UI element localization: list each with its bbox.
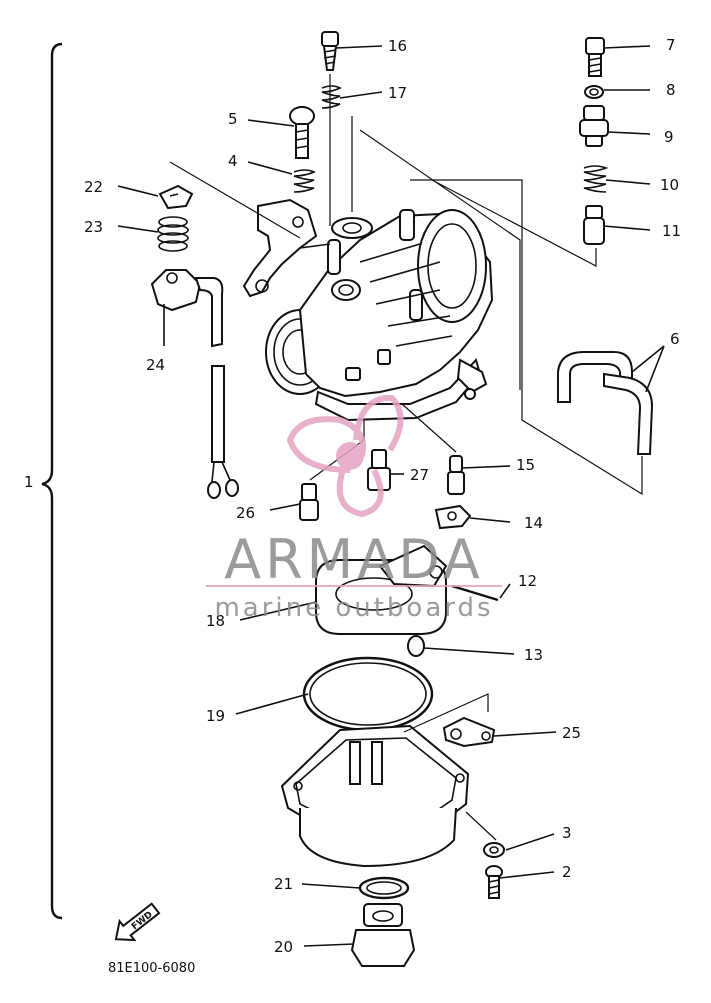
throttle-lever	[242, 198, 331, 298]
float-bowl	[280, 724, 470, 868]
part-9-fitting	[579, 105, 609, 147]
part-26-jet	[299, 483, 319, 521]
label-2: 2	[562, 863, 572, 881]
part-19-gasket	[302, 656, 434, 732]
part-labels: 1 2 3 4 5 6 7 8 9 10 11 12 13 14 15 16 1…	[24, 36, 681, 956]
assembly-bracket	[41, 42, 63, 920]
part-22-cap	[158, 184, 194, 210]
armada-logo-icon	[286, 394, 404, 518]
label-19: 19	[206, 707, 225, 725]
part-10-spring	[583, 165, 609, 193]
part-17-spring	[321, 85, 342, 109]
part-21-oring	[358, 876, 410, 900]
label-7: 7	[666, 36, 676, 54]
watermark-tagline: marine outboards	[214, 593, 493, 623]
label-18: 18	[206, 612, 225, 630]
part-14-clip	[434, 504, 472, 530]
part-16-screw	[321, 31, 339, 71]
part-11-valve	[583, 205, 605, 245]
label-9: 9	[664, 128, 674, 146]
carburetor-body	[265, 209, 494, 422]
part-23-spring	[157, 216, 189, 252]
part-8-nut	[584, 85, 604, 99]
leader-lines	[117, 45, 665, 947]
part-20-drain-plug	[350, 903, 416, 967]
label-1: 1	[24, 473, 34, 491]
part-24-sensor	[150, 269, 239, 499]
part-18-float	[315, 544, 448, 635]
label-3: 3	[562, 824, 572, 842]
label-12: 12	[518, 572, 537, 590]
part-7-bolt	[585, 37, 605, 77]
label-16: 16	[388, 37, 407, 55]
label-26: 26	[236, 504, 255, 522]
label-17: 17	[388, 84, 407, 102]
part-25-bracket	[442, 716, 496, 748]
label-8: 8	[666, 81, 676, 99]
label-14: 14	[524, 514, 543, 532]
part-3-washer	[483, 842, 505, 858]
label-11: 11	[662, 222, 681, 240]
label-27: 27	[410, 466, 429, 484]
label-22: 22	[84, 178, 103, 196]
label-23: 23	[84, 218, 103, 236]
label-20: 20	[274, 938, 293, 956]
part-13-screw	[407, 635, 425, 657]
label-6: 6	[670, 330, 680, 348]
label-4: 4	[228, 152, 238, 170]
part-15-needle-valve	[447, 455, 465, 495]
part-2-screw	[485, 865, 503, 899]
watermark-brand: ARMADA	[224, 528, 484, 591]
catalog-code: 81E100-6080	[108, 961, 195, 976]
part-6-hose	[557, 351, 654, 455]
part-5-screw	[289, 106, 315, 159]
label-10: 10	[660, 176, 679, 194]
label-15: 15	[516, 456, 535, 474]
label-21: 21	[274, 875, 293, 893]
label-5: 5	[228, 110, 238, 128]
fwd-arrow-icon: FWD	[114, 902, 161, 942]
watermark: ARMADA marine outboards	[206, 394, 502, 623]
part-4-spring	[293, 169, 316, 193]
label-24: 24	[146, 356, 165, 374]
label-25: 25	[562, 724, 581, 742]
part-12-pin	[451, 584, 499, 602]
label-13: 13	[524, 646, 543, 664]
